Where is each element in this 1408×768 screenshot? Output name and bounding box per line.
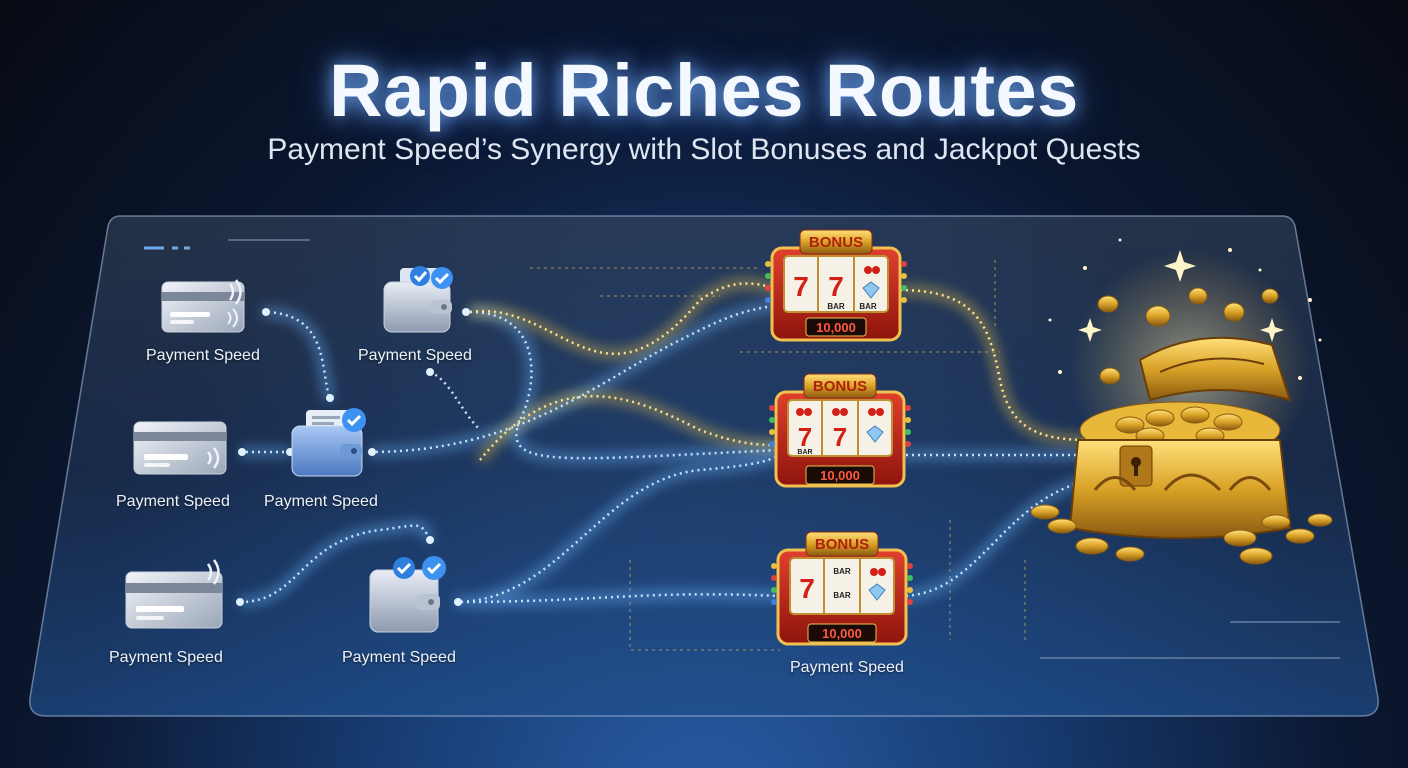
panel-decoration [144,239,1340,659]
wallet-check-icon [291,408,366,477]
bonus-badge: BONUS [815,536,869,553]
wallet-check-icon [369,556,446,633]
wallet-1-label: Payment Speed [358,347,472,364]
gold-routes [469,282,1091,461]
slot-machine-icon: BONUS 7 BAR BAR 10,000 [771,531,913,646]
svg-text:7: 7 [799,573,815,604]
treasure-chest-icon [1030,238,1333,565]
card-3-label: Payment Speed [109,649,223,666]
route-nodes [236,308,470,606]
bonus-badge: BONUS [809,234,863,251]
wallet-check-icon [383,266,453,333]
svg-text:7: 7 [828,271,844,302]
jackpot-display: 10,000 [816,320,856,335]
jackpot-display: 10,000 [820,468,860,483]
slot-3-label: Payment Speed [790,659,904,676]
wallet-3-label: Payment Speed [342,649,456,666]
svg-text:7: 7 [793,271,809,302]
page-subtitle: Payment Speed’s Synergy with Slot Bonuse… [267,133,1141,166]
svg-text:BAR: BAR [827,302,845,311]
bonus-badge: BONUS [813,378,867,395]
slot-machine-icon: BONUS 7 7 BAR BAR 10,000 [765,229,907,342]
card-1-label: Payment Speed [146,347,260,364]
svg-text:7: 7 [798,422,812,452]
credit-card-icon [133,421,227,475]
svg-text:BAR: BAR [859,302,877,311]
slot-machine-icon: BONUS 7 7 BAR 10,000 [769,373,911,488]
card-2-label: Payment Speed [116,493,230,510]
svg-text:BAR: BAR [833,567,851,576]
credit-card-icon [125,559,223,629]
svg-text:7: 7 [833,422,847,452]
wallet-2-label: Payment Speed [264,493,378,510]
blue-routes [239,303,1091,604]
credit-card-icon [161,279,245,333]
jackpot-display: 10,000 [822,626,862,641]
svg-text:BAR: BAR [797,449,812,456]
page-title: Rapid Riches Routes [329,49,1079,132]
svg-text:BAR: BAR [833,591,851,600]
